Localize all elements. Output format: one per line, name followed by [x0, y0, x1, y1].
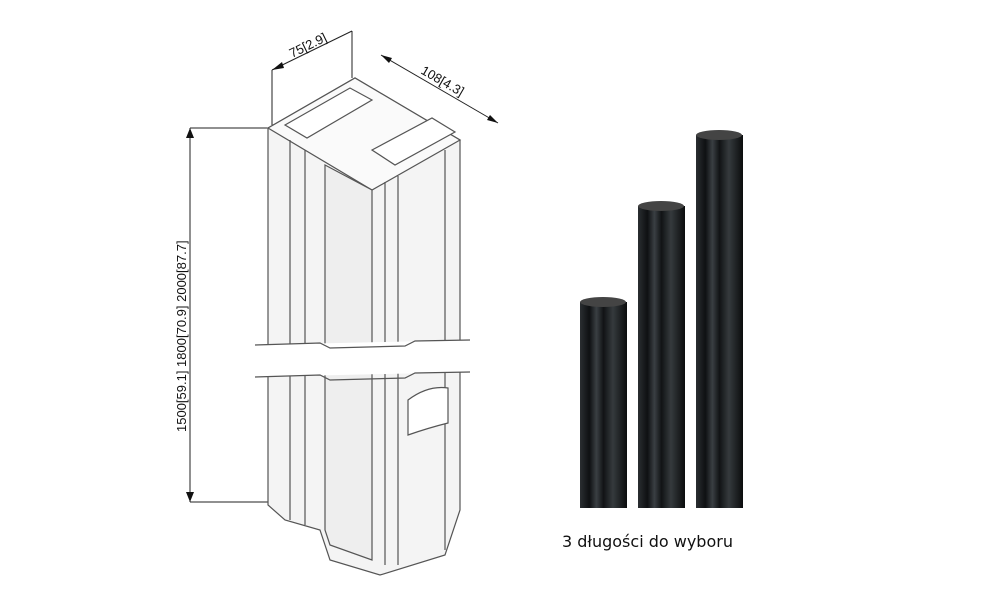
dimension-arrows: [186, 55, 498, 502]
pole-short: [580, 297, 627, 508]
depth-dimension-label: 75[2.9]: [287, 30, 329, 61]
aluminium-profile-drawing: [254, 77, 471, 576]
height-dimension-label: 1500[59.1] 1800[70.9] 2000[87.7]: [174, 240, 189, 432]
dimension-lines: [189, 30, 499, 503]
pole-long: [696, 130, 743, 508]
pole-medium: [638, 201, 685, 508]
length-options-caption: 3 długości do wyboru: [562, 532, 733, 551]
